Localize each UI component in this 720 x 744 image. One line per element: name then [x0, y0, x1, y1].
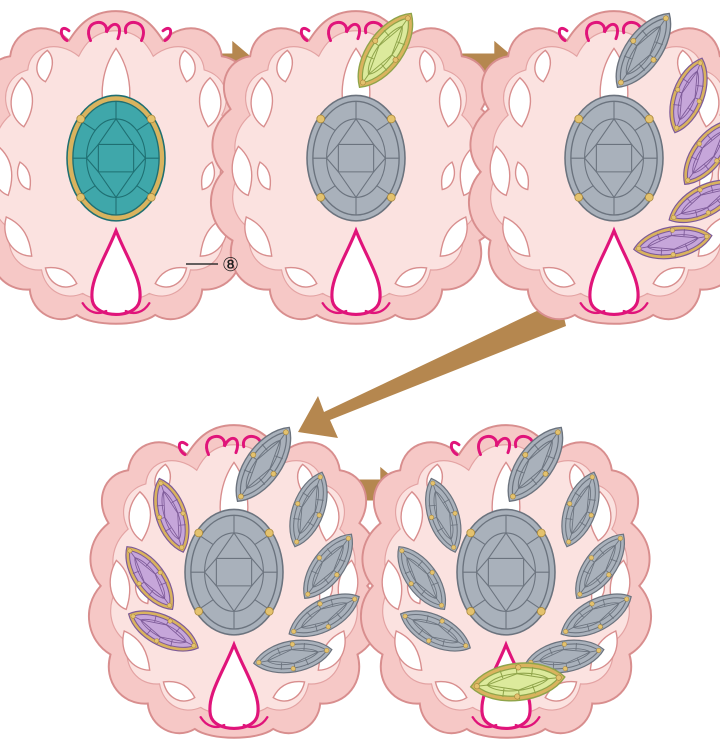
brooch-step-4	[89, 417, 379, 737]
center-oval-gray-stone	[185, 509, 283, 634]
brooch-step-5	[361, 417, 651, 737]
center-oval-gray-stone	[457, 509, 555, 634]
brooch-step-2	[211, 3, 501, 323]
center-oval-gray-stone	[565, 95, 663, 220]
center-oval-gray-stone	[307, 95, 405, 220]
callout-label: ⑧	[222, 255, 239, 276]
center-oval-teal-stone	[67, 95, 165, 220]
